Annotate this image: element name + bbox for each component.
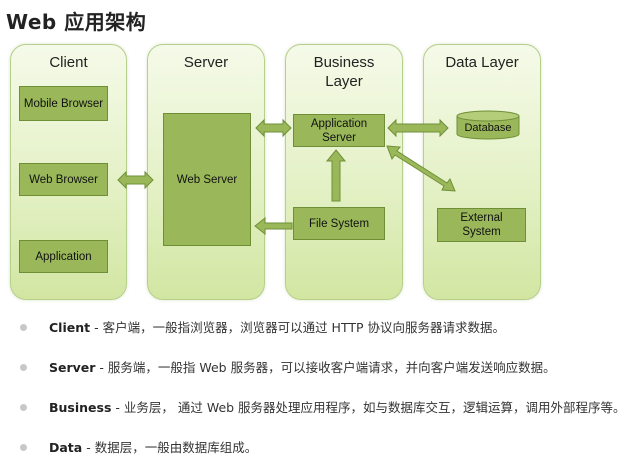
business-layer-panel: Business Layer	[285, 44, 403, 300]
list-item-data: Data - 数据层，一般由数据库组成。	[0, 438, 639, 458]
bullet-icon	[20, 444, 27, 451]
server-panel-title: Server	[183, 54, 229, 71]
arrow-filesystem-appserver	[325, 149, 347, 202]
page-title: Web 应用架构	[6, 10, 147, 34]
web-browser-node: Web Browser	[19, 163, 108, 196]
arrow-appserver-external	[386, 145, 456, 192]
arrow-client-server	[117, 170, 154, 190]
arrow-filesystem-webserver	[254, 216, 293, 236]
list-item-term: Server	[49, 360, 96, 375]
bullet-icon	[20, 364, 27, 371]
mobile-browser-node: Mobile Browser	[19, 86, 108, 121]
application-server-node: Application Server	[293, 114, 385, 147]
file-system-node: File System	[293, 207, 385, 240]
list-item-business: Business - 业务层， 通过 Web 服务器处理应用程序，如与数据库交互…	[0, 398, 639, 418]
database-cylinder-icon	[456, 110, 520, 140]
data-layer-panel-title: Data Layer	[445, 54, 519, 71]
bullet-icon	[20, 404, 27, 411]
arrow-server-appserver	[255, 118, 292, 138]
data-layer-panel: Data Layer	[423, 44, 541, 300]
list-item-term: Data	[49, 440, 83, 455]
list-item-text: - 服务端，一般指 Web 服务器，可以接收客户端请求，并向客户端发送响应数据。	[95, 360, 556, 375]
external-system-node: External System	[437, 208, 526, 242]
database-label: Database	[464, 122, 512, 134]
client-panel-title: Client	[49, 54, 88, 71]
bullet-icon	[20, 324, 27, 331]
list-item-text: - 业务层， 通过 Web 服务器处理应用程序，如与数据库交互，逻辑运算，调用外…	[111, 400, 626, 415]
web-server-node: Web Server	[163, 113, 251, 246]
architecture-diagram: Client Server Business Layer Data Layer …	[0, 38, 639, 303]
application-node: Application	[19, 240, 108, 273]
connector-arrows	[117, 118, 456, 236]
list-item-text: - 客户端，一般指浏览器，浏览器可以通过 HTTP 协议向服务器请求数据。	[90, 320, 506, 335]
list-item-text: - 数据层，一般由数据库组成。	[82, 440, 258, 455]
list-item-client: Client - 客户端，一般指浏览器，浏览器可以通过 HTTP 协议向服务器请…	[0, 318, 639, 338]
list-item-server: Server - 服务端，一般指 Web 服务器，可以接收客户端请求，并向客户端…	[0, 358, 639, 378]
business-layer-panel-title: Business Layer	[313, 54, 375, 90]
list-item-term: Client	[49, 320, 91, 335]
database-node: Database	[456, 110, 520, 140]
list-item-term: Business	[49, 400, 112, 415]
arrow-appserver-database	[387, 118, 449, 138]
